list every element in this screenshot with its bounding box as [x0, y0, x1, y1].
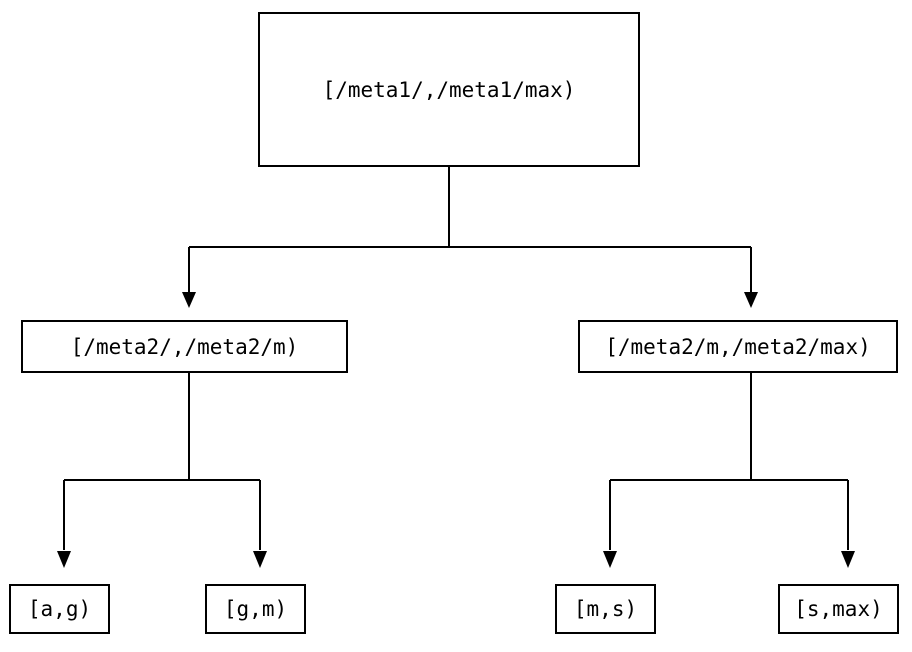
node-root-label: [/meta1/,/meta1/max) — [322, 77, 576, 102]
arrowhead-to-mid-right — [744, 292, 758, 308]
arrowhead-to-mid-left — [182, 292, 196, 308]
node-leaf-1-label: [a,g) — [27, 597, 92, 621]
arrowhead-to-leaf-1 — [57, 551, 71, 568]
arrowhead-to-leaf-4 — [841, 551, 855, 568]
node-mid-left-label: [/meta2/,/meta2/m) — [70, 334, 299, 359]
node-leaf-3-label: [m,s) — [573, 597, 638, 621]
arrowhead-to-leaf-2 — [253, 551, 267, 568]
node-leaf-3[interactable]: [m,s) — [555, 584, 656, 634]
node-leaf-4-label: [s,max) — [794, 597, 883, 621]
node-leaf-2-label: [g,m) — [223, 597, 288, 621]
node-mid-right-label: [/meta2/m,/meta2/max) — [605, 334, 871, 359]
node-leaf-1[interactable]: [a,g) — [9, 584, 110, 634]
node-mid-left[interactable]: [/meta2/,/meta2/m) — [21, 320, 348, 373]
arrowhead-to-leaf-3 — [603, 551, 617, 568]
node-mid-right[interactable]: [/meta2/m,/meta2/max) — [578, 320, 898, 373]
node-leaf-2[interactable]: [g,m) — [205, 584, 306, 634]
node-root[interactable]: [/meta1/,/meta1/max) — [258, 12, 640, 167]
node-leaf-4[interactable]: [s,max) — [778, 584, 899, 634]
